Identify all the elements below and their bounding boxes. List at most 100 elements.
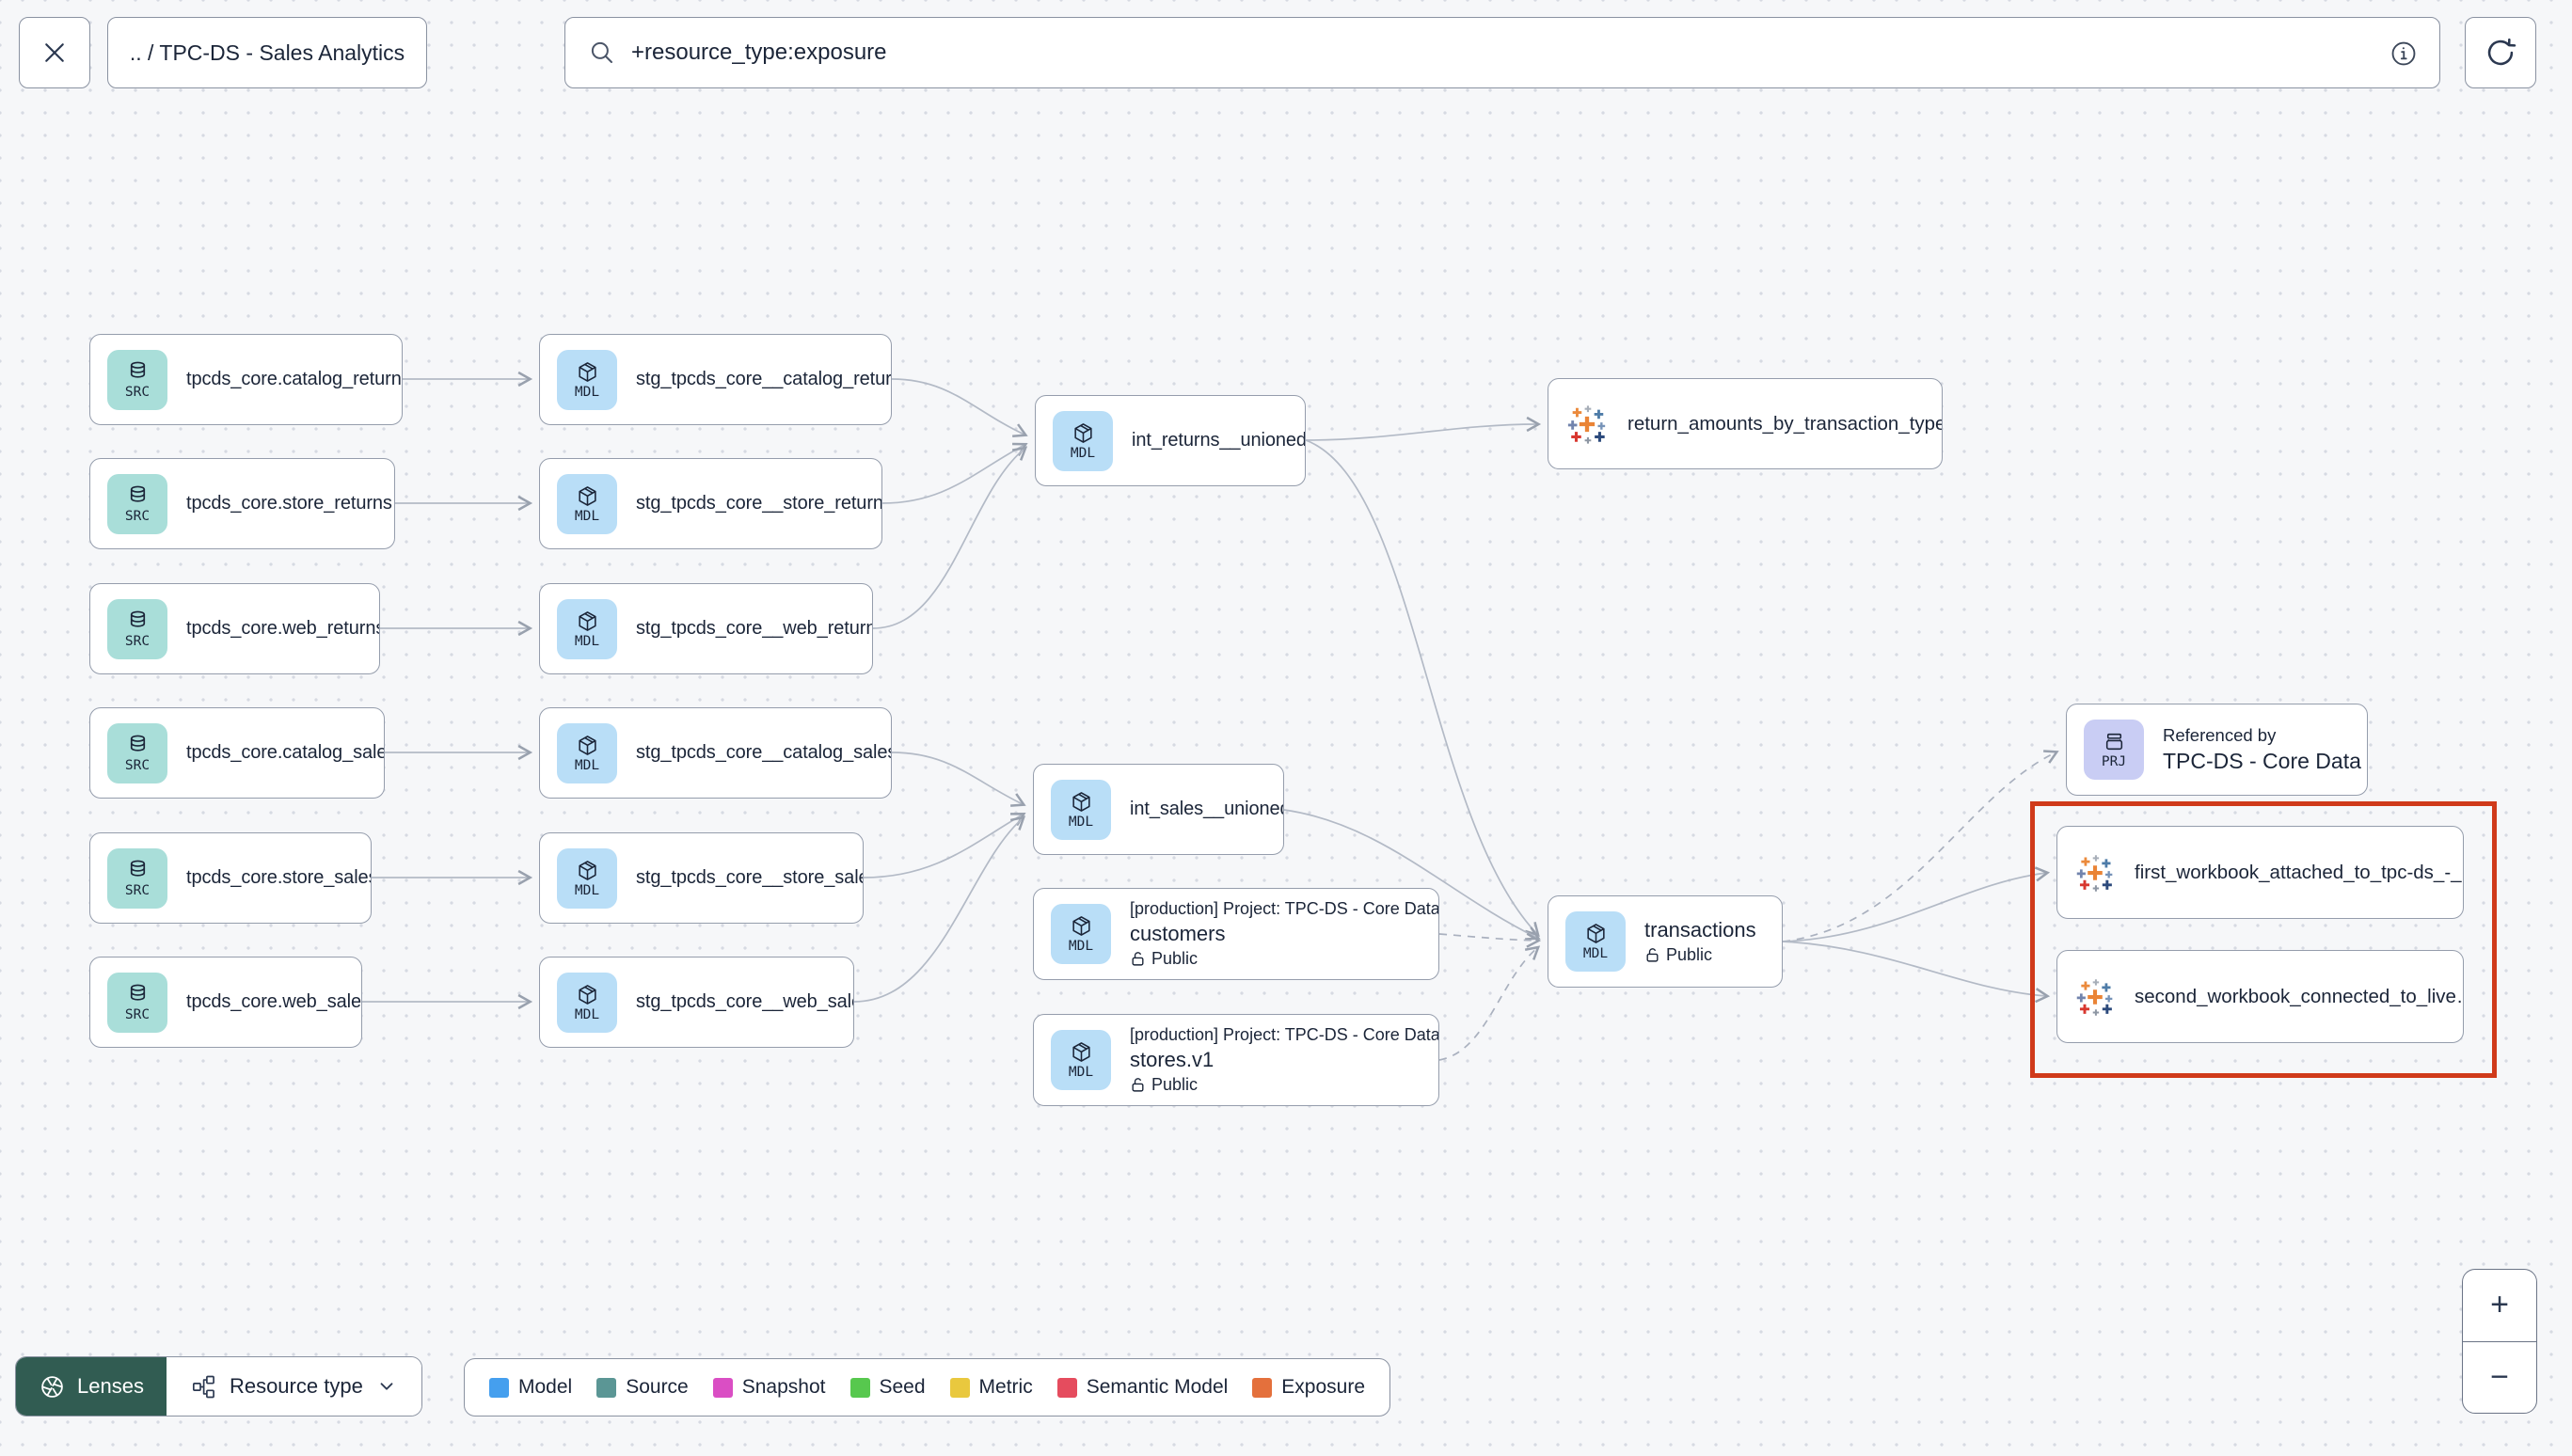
source-badge: SRC — [107, 598, 167, 659]
node-stg-web-sales[interactable]: MDL stg_tpcds_core__web_sales — [539, 957, 854, 1048]
project-line: [production] Project: TPC-DS - Core Data… — [1130, 899, 1439, 918]
cube-icon — [1072, 1042, 1090, 1062]
node-second-workbook-exposure[interactable]: second_workbook_connected_to_live… — [2056, 950, 2464, 1043]
tableau-icon — [2076, 854, 2113, 892]
model-badge: MDL — [1051, 779, 1111, 840]
model-badge: MDL — [557, 473, 617, 534]
cube-icon — [1586, 924, 1605, 943]
resource-type-label: Resource type — [229, 1374, 363, 1398]
node-label: stg_tpcds_core__catalog_returns — [636, 369, 892, 389]
legend-swatch — [596, 1377, 617, 1398]
cube-icon — [578, 485, 596, 506]
cube-icon — [578, 361, 596, 382]
node-src-catalog-sales[interactable]: SRC tpcds_core.catalog_sales — [89, 707, 385, 799]
cube-icon — [1072, 791, 1090, 812]
database-icon — [130, 984, 145, 1001]
close-icon — [45, 43, 64, 62]
access-line: Public — [1644, 945, 1756, 965]
info-icon[interactable] — [2389, 39, 2419, 69]
legend-item-seed: Seed — [849, 1376, 926, 1399]
node-first-workbook-exposure[interactable]: first_workbook_attached_to_tpc-ds_-_… — [2056, 826, 2464, 919]
node-stg-store-returns[interactable]: MDL stg_tpcds_core__store_returns — [539, 458, 882, 549]
model-badge: MDL — [557, 847, 617, 909]
refresh-icon — [2487, 38, 2516, 66]
resource-type-dropdown[interactable]: Resource type — [166, 1357, 421, 1416]
node-label: transactions — [1644, 918, 1756, 942]
lenses-label: Lenses — [77, 1374, 144, 1398]
node-src-store-sales[interactable]: SRC tpcds_core.store_sales — [89, 832, 372, 924]
project-badge: PRJ — [2084, 720, 2144, 780]
node-label: tpcds_core.web_sales — [186, 991, 362, 1012]
node-referenced-by-project[interactable]: PRJ Referenced by TPC-DS - Core Data Mod… — [2066, 704, 2368, 796]
node-stores-v1[interactable]: MDL [production] Project: TPC-DS - Core … — [1033, 1014, 1439, 1106]
node-src-web-returns[interactable]: SRC tpcds_core.web_returns — [89, 583, 380, 674]
node-customers[interactable]: MDL [production] Project: TPC-DS - Core … — [1033, 888, 1439, 980]
database-icon — [130, 735, 145, 752]
zoom-in-button[interactable]: + — [2463, 1270, 2536, 1342]
chevron-down-icon — [380, 1383, 393, 1390]
node-src-catalog-returns[interactable]: SRC tpcds_core.catalog_returns — [89, 334, 403, 425]
node-label: tpcds_core.catalog_sales — [186, 742, 385, 763]
node-label: stg_tpcds_core__web_returns — [636, 618, 873, 639]
legend-swatch — [1056, 1377, 1077, 1398]
database-icon — [130, 610, 145, 627]
node-int-returns-unioned[interactable]: MDL int_returns__unioned — [1035, 395, 1306, 486]
node-label: return_amounts_by_transaction_type — [1627, 412, 1943, 435]
node-label: customers — [1130, 922, 1226, 945]
resource-type-legend: Model Source Snapshot Seed Metric Semant… — [464, 1358, 1391, 1416]
search-bar[interactable] — [564, 17, 2440, 88]
zoom-out-button[interactable]: − — [2490, 1358, 2509, 1395]
legend-swatch — [489, 1377, 509, 1398]
node-transactions[interactable]: MDL transactions Public — [1548, 895, 1783, 988]
model-badge: MDL — [1053, 410, 1113, 471]
tableau-icon — [2076, 978, 2113, 1016]
access-line: Public — [1130, 949, 1438, 969]
cube-icon — [578, 984, 596, 1005]
node-label: stg_tpcds_core__store_sales — [636, 867, 864, 888]
legend-item-source: Source — [596, 1376, 689, 1399]
search-input[interactable] — [631, 40, 2383, 66]
project-line: [production] Project: TPC-DS - Core Data… — [1130, 1025, 1439, 1044]
lenses-button[interactable]: Lenses — [16, 1357, 167, 1416]
legend-swatch — [949, 1377, 970, 1398]
node-src-web-sales[interactable]: SRC tpcds_core.web_sales — [89, 957, 362, 1048]
unlock-icon — [1132, 1078, 1144, 1092]
node-label: int_returns__unioned — [1132, 430, 1306, 451]
breadcrumb[interactable]: .. / TPC-DS - Sales Analytics — [107, 17, 427, 88]
access-line: Public — [1130, 1075, 1438, 1095]
cube-icon — [578, 735, 596, 755]
cube-icon — [578, 860, 596, 880]
close-button[interactable] — [19, 17, 90, 88]
unlock-icon — [1132, 952, 1144, 966]
archive-box-icon — [2105, 733, 2122, 751]
source-badge: SRC — [107, 847, 167, 909]
node-label: tpcds_core.store_sales — [186, 867, 372, 888]
model-badge: MDL — [1051, 904, 1111, 964]
node-label: TPC-DS - Core Data Models — [2163, 749, 2367, 773]
node-label: stg_tpcds_core__store_returns — [636, 493, 882, 514]
legend-swatch — [1252, 1377, 1273, 1398]
source-badge: SRC — [107, 972, 167, 1033]
refresh-button[interactable] — [2465, 17, 2536, 88]
model-badge: MDL — [557, 972, 617, 1033]
tableau-icon — [1567, 404, 1606, 444]
node-label: tpcds_core.store_returns — [186, 493, 392, 514]
node-int-sales-unioned[interactable]: MDL int_sales__unioned — [1033, 764, 1284, 855]
node-return-amounts-exposure[interactable]: return_amounts_by_transaction_type — [1548, 378, 1943, 469]
database-icon — [130, 485, 145, 502]
node-label: stg_tpcds_core__catalog_sales — [636, 742, 892, 763]
cube-icon — [1072, 916, 1090, 936]
node-stg-web-returns[interactable]: MDL stg_tpcds_core__web_returns — [539, 583, 873, 674]
source-badge: SRC — [107, 473, 167, 534]
node-stg-store-sales[interactable]: MDL stg_tpcds_core__store_sales — [539, 832, 864, 924]
legend-swatch — [849, 1377, 870, 1398]
node-stg-catalog-returns[interactable]: MDL stg_tpcds_core__catalog_returns — [539, 334, 892, 425]
node-src-store-returns[interactable]: SRC tpcds_core.store_returns — [89, 458, 395, 549]
source-badge: SRC — [107, 722, 167, 783]
model-badge: MDL — [557, 722, 617, 783]
model-badge: MDL — [1051, 1030, 1111, 1090]
node-label: tpcds_core.catalog_returns — [186, 369, 403, 389]
database-icon — [130, 860, 145, 877]
node-stg-catalog-sales[interactable]: MDL stg_tpcds_core__catalog_sales — [539, 707, 892, 799]
source-badge: SRC — [107, 349, 167, 410]
